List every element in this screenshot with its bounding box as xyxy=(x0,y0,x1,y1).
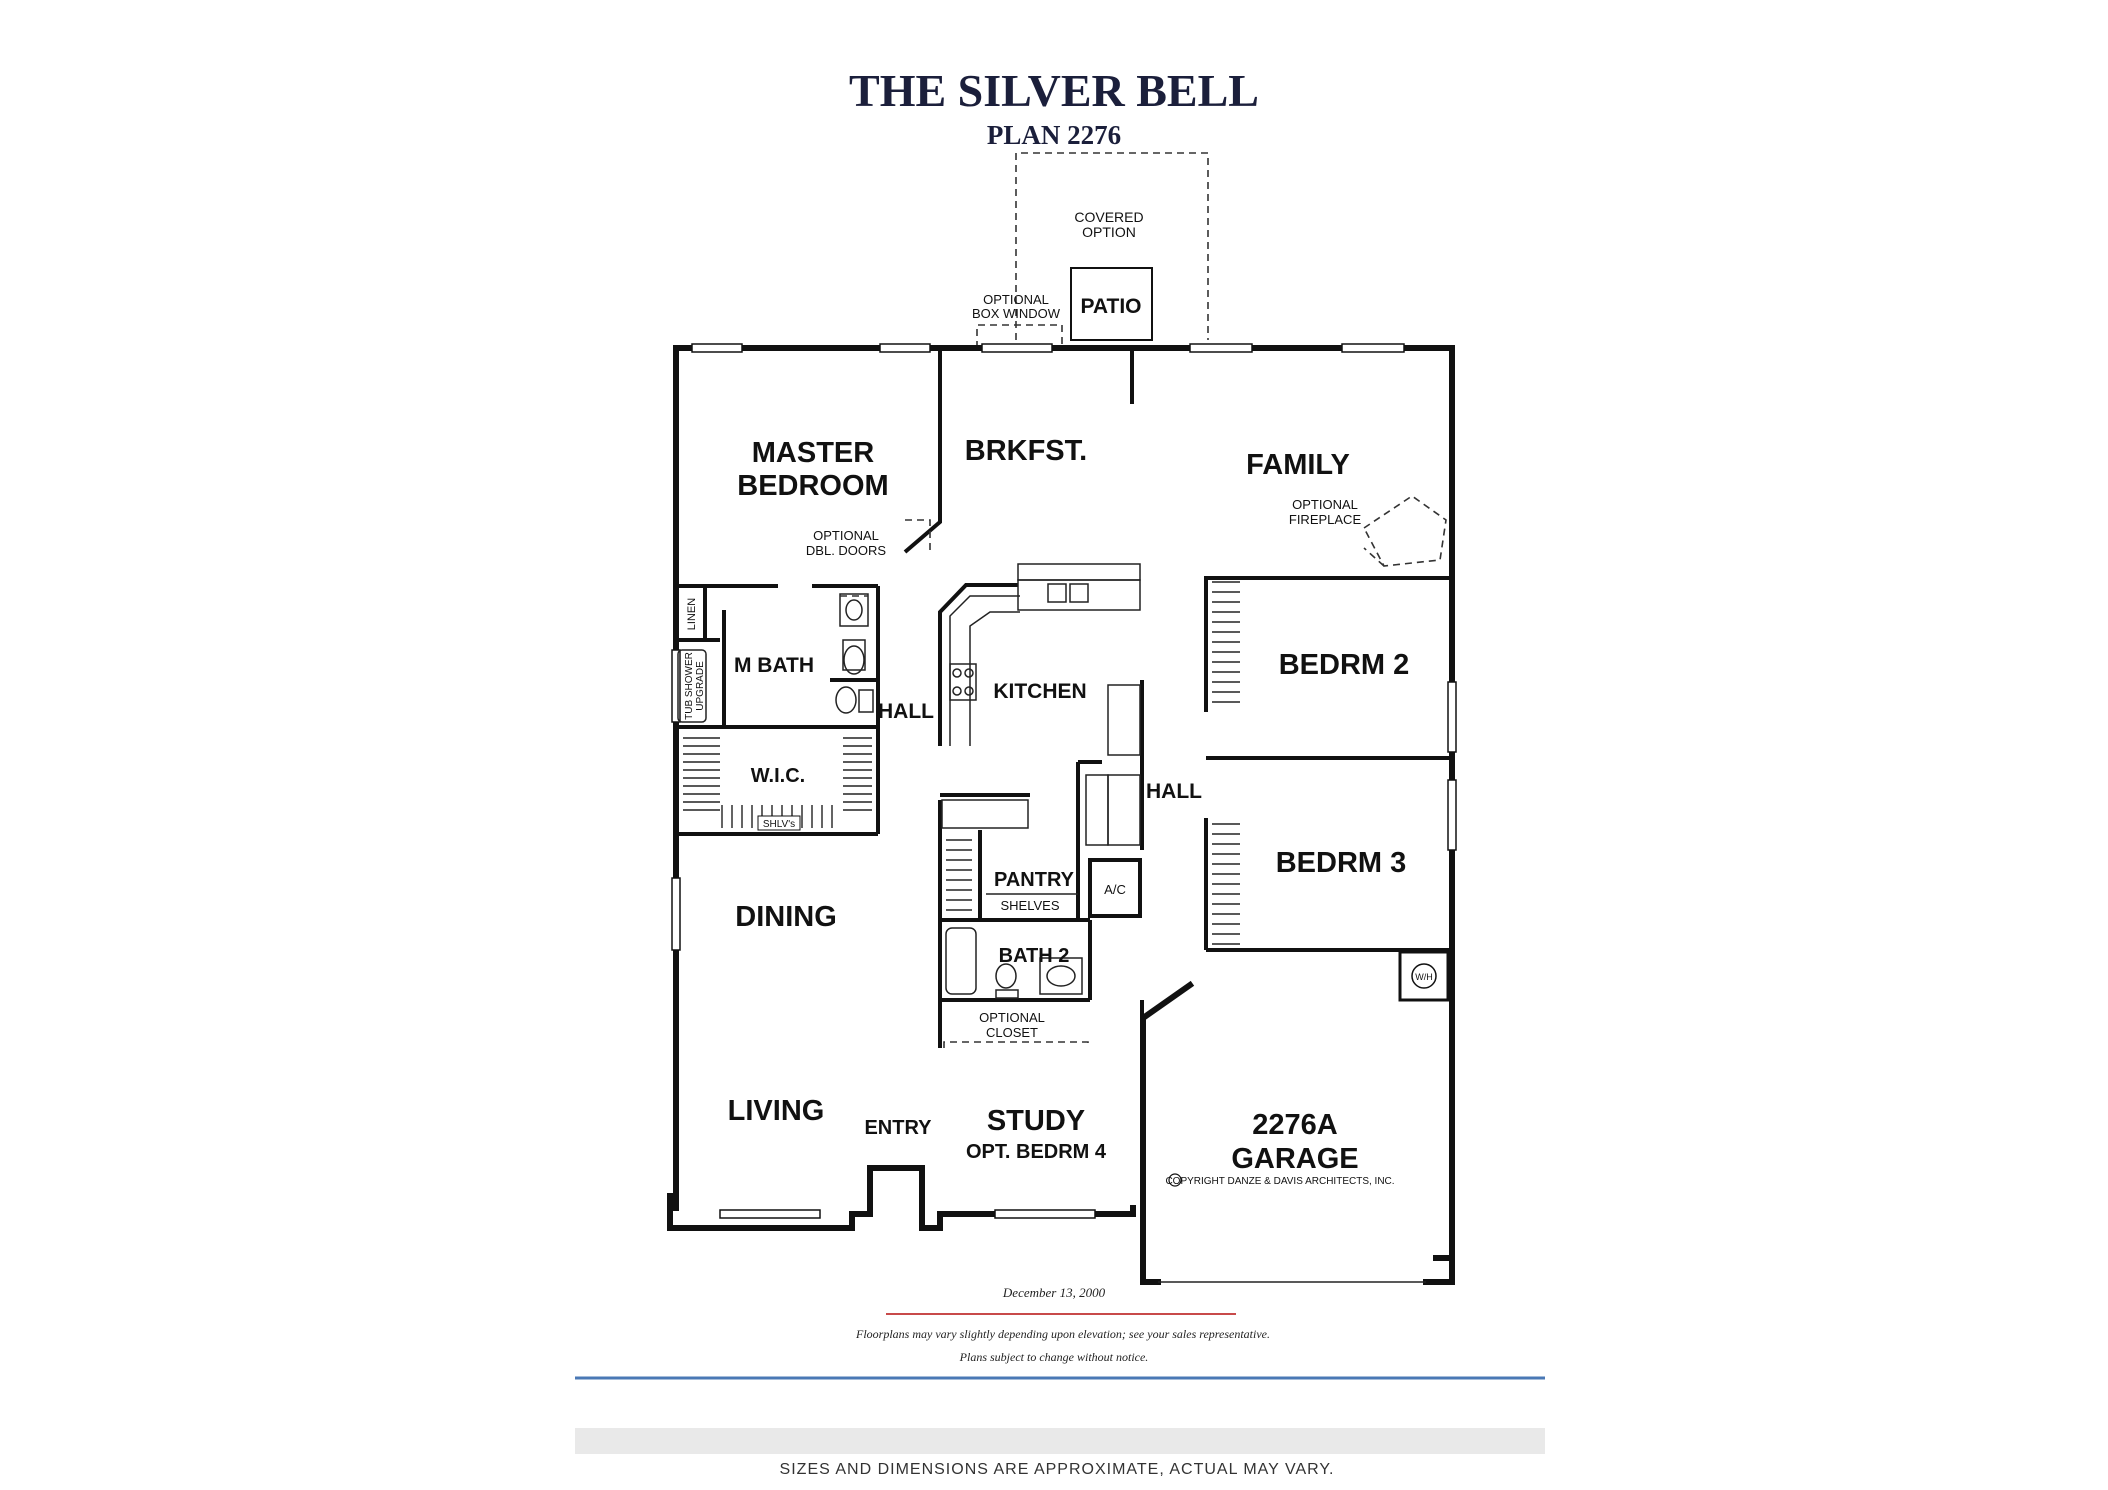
tub-shower-label-2: UPGRADE xyxy=(695,661,706,711)
copyright-label: COPYRIGHT DANZE & DAVIS ARCHITECTS, INC. xyxy=(1165,1176,1394,1187)
box-window-option xyxy=(976,324,1063,348)
optional-closet-label-1: OPTIONAL xyxy=(979,1010,1045,1025)
bath2-label: BATH 2 xyxy=(999,945,1070,967)
brkfst-label: BRKFST. xyxy=(965,435,1087,467)
change-note: Plans subject to change without notice. xyxy=(959,1350,1149,1364)
plan-number: PLAN 2276 xyxy=(987,120,1121,150)
living-label: LIVING xyxy=(728,1095,825,1127)
bath-fixtures xyxy=(677,593,1083,999)
optional-features xyxy=(840,495,1447,1048)
dining-label: DINING xyxy=(735,901,837,933)
wic-label: W.I.C. xyxy=(751,765,805,787)
box-window-label-1: OPTIONAL xyxy=(983,292,1049,307)
shelves-label: SHELVES xyxy=(1000,898,1059,913)
covered-patio-option xyxy=(1015,152,1209,340)
hall-right-label: HALL xyxy=(1146,780,1202,803)
interior-walls xyxy=(676,350,1452,1214)
garage-label-1: 2276A xyxy=(1252,1109,1338,1141)
windows xyxy=(671,343,1457,1219)
patio-label: PATIO xyxy=(1080,295,1141,318)
plan-date: December 13, 2000 xyxy=(1002,1285,1106,1300)
ac-label: A/C xyxy=(1104,882,1126,897)
covered-option-label-1: COVERED xyxy=(1074,209,1143,225)
optional-closet-label-2: CLOSET xyxy=(986,1025,1038,1040)
shlvs-box xyxy=(757,815,801,831)
shlvs-label: SHLV's xyxy=(763,819,795,830)
sizes-disclaimer: SIZES AND DIMENSIONS ARE APPROXIMATE, AC… xyxy=(780,1461,1335,1478)
footer-gray-bar xyxy=(575,1428,1545,1454)
family-label: FAMILY xyxy=(1246,449,1350,481)
m-bath-label: M BATH xyxy=(734,654,814,677)
dbl-doors-label-2: DBL. DOORS xyxy=(806,543,887,558)
study-opt-label: OPT. BEDRM 4 xyxy=(966,1141,1107,1163)
patio xyxy=(1070,267,1153,341)
covered-option-label-2: OPTION xyxy=(1082,224,1136,240)
garage-label-2: GARAGE xyxy=(1231,1143,1358,1175)
pantry-label: PANTRY xyxy=(994,869,1075,891)
kitchen-fixtures xyxy=(941,563,1141,895)
master-bedroom-label-1: MASTER xyxy=(752,437,875,469)
fireplace-label-2: FIREPLACE xyxy=(1289,512,1362,527)
dbl-doors-label-1: OPTIONAL xyxy=(813,528,879,543)
bedrm2-label: BEDRM 2 xyxy=(1279,649,1410,681)
study-label: STUDY xyxy=(987,1105,1085,1137)
linen-label: LINEN xyxy=(686,598,698,630)
plan-title: THE SILVER BELL xyxy=(849,65,1259,116)
wh-label: W/H xyxy=(1415,972,1433,982)
floorplan-note: Floorplans may vary slightly depending u… xyxy=(855,1327,1270,1341)
exterior-walls xyxy=(667,345,1455,1285)
fireplace-label-1: OPTIONAL xyxy=(1292,497,1358,512)
hall-left-label: HALL xyxy=(878,700,934,723)
master-bedroom-label-2: BEDROOM xyxy=(737,470,888,502)
water-heater-icon xyxy=(1411,963,1437,989)
kitchen-label: KITCHEN xyxy=(993,680,1086,703)
entry-label: ENTRY xyxy=(864,1117,932,1139)
box-window-label-2: BOX WINDOW xyxy=(972,306,1061,321)
tub-shower-label-1: TUB SHOWER xyxy=(684,652,695,720)
copyright-icon xyxy=(1168,1173,1182,1187)
closet-shelves xyxy=(683,581,1240,945)
bedrm3-label: BEDRM 3 xyxy=(1276,847,1407,879)
